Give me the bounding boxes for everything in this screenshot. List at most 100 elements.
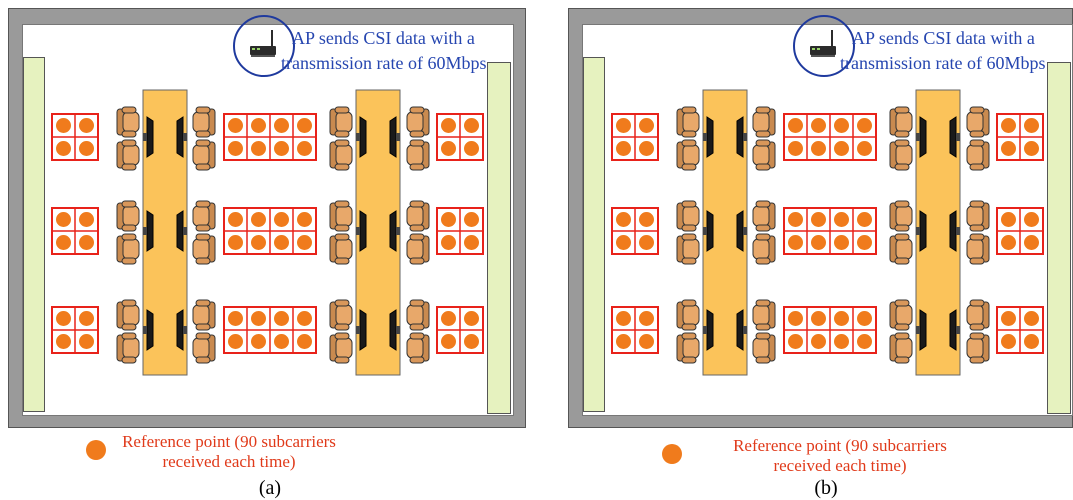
chair-icon [329, 332, 353, 364]
monitor-icon [176, 116, 187, 158]
reference-grid [611, 306, 659, 354]
access-point [233, 15, 295, 77]
reference-point [811, 212, 826, 227]
panel-label-a: (a) [258, 477, 282, 499]
reference-point [811, 235, 826, 250]
chair-icon [966, 200, 990, 232]
chair-icon [676, 106, 700, 138]
ap-caption: transmission rate of 60Mbps [281, 52, 486, 74]
reference-point [834, 212, 849, 227]
monitor-icon [703, 116, 714, 158]
reference-grid [783, 113, 877, 161]
furniture-layer [676, 89, 990, 376]
reference-point [788, 212, 803, 227]
chair-icon [676, 139, 700, 171]
monitor-icon [176, 210, 187, 252]
left-wall-panel [23, 57, 45, 412]
reference-point [464, 118, 479, 133]
reference-grid [611, 207, 659, 255]
monitor-icon [176, 309, 187, 351]
chair-icon [116, 106, 140, 138]
chair-icon [676, 233, 700, 265]
reference-point [79, 141, 94, 156]
reference-point [79, 311, 94, 326]
reference-point [788, 334, 803, 349]
reference-point [857, 235, 872, 250]
reference-point [274, 311, 289, 326]
reference-point [56, 118, 71, 133]
reference-grid [51, 306, 99, 354]
monitor-icon [143, 210, 154, 252]
reference-point [251, 141, 266, 156]
chair-icon [192, 332, 216, 364]
chair-icon [116, 332, 140, 364]
reference-point [788, 235, 803, 250]
reference-point [1001, 311, 1016, 326]
reference-point [56, 141, 71, 156]
reference-point [56, 311, 71, 326]
reference-point [1024, 334, 1039, 349]
reference-point [441, 235, 456, 250]
reference-point [79, 212, 94, 227]
monitor-icon [916, 116, 927, 158]
router-icon [810, 30, 836, 57]
chair-icon [329, 139, 353, 171]
chair-icon [676, 200, 700, 232]
reference-point [297, 212, 312, 227]
reference-point [1001, 334, 1016, 349]
chair-icon [406, 139, 430, 171]
reference-point [788, 311, 803, 326]
reference-point [464, 141, 479, 156]
reference-point [297, 235, 312, 250]
furniture-layer [116, 89, 430, 376]
reference-point [297, 141, 312, 156]
right-wall-panel [487, 62, 511, 414]
legend-reference-point [662, 444, 682, 464]
legend-line1: Reference point (90 subcarriers [733, 436, 947, 455]
left-wall-panel [583, 57, 605, 412]
reference-point [639, 212, 654, 227]
reference-point [616, 235, 631, 250]
reference-grid [783, 306, 877, 354]
reference-point [834, 311, 849, 326]
reference-point [441, 212, 456, 227]
chair-icon [192, 200, 216, 232]
ap-caption: AP sends CSI data with a [292, 27, 475, 49]
monitor-icon [703, 210, 714, 252]
reference-point [297, 118, 312, 133]
chair-icon [329, 106, 353, 138]
reference-point [441, 141, 456, 156]
reference-point [228, 212, 243, 227]
reference-point [834, 118, 849, 133]
monitor-icon [949, 116, 960, 158]
ap-caption-line2: transmission rate of 60Mbps [840, 53, 1046, 73]
reference-grid [996, 207, 1044, 255]
reference-point [834, 235, 849, 250]
ap-caption: transmission rate of 60Mbps [840, 52, 1045, 74]
chair-icon [329, 233, 353, 265]
ap-caption-line1: AP sends CSI data with a [292, 28, 475, 48]
reference-point [441, 311, 456, 326]
monitor-icon [143, 309, 154, 351]
reference-point [228, 334, 243, 349]
right-wall-panel [1047, 62, 1071, 414]
monitor-icon [916, 210, 927, 252]
reference-grid [996, 113, 1044, 161]
reference-point [441, 334, 456, 349]
legend-line2: received each time) [773, 456, 907, 475]
reference-point [616, 311, 631, 326]
monitor-icon [736, 210, 747, 252]
monitor-icon [143, 116, 154, 158]
monitor-icon [356, 309, 367, 351]
monitor-icon [736, 116, 747, 158]
reference-point [251, 334, 266, 349]
monitor-icon [736, 309, 747, 351]
chair-icon [676, 332, 700, 364]
chair-icon [966, 299, 990, 331]
monitor-icon [356, 210, 367, 252]
chair-icon [676, 299, 700, 331]
chair-icon [752, 332, 776, 364]
reference-grid [783, 207, 877, 255]
